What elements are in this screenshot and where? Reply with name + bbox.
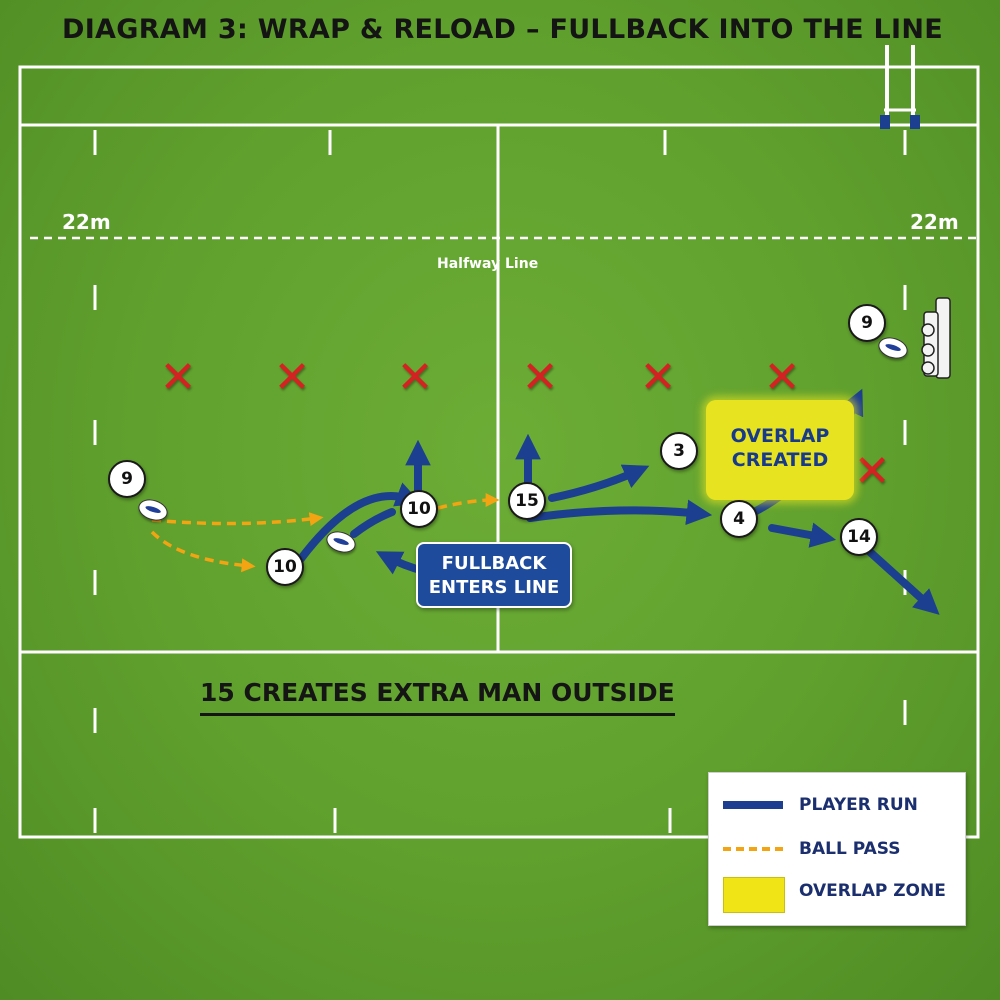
defender-marker: ✕: [521, 352, 559, 403]
legend-label-ball-pass: BALL PASS: [799, 839, 901, 859]
ruck-players: [921, 297, 951, 379]
callout-line1: FULLBACK: [441, 553, 547, 574]
player-10-wrap: 10: [400, 490, 438, 528]
fullback-callout: FULLBACK ENTERS LINE: [416, 542, 572, 608]
overlap-zone-label: OVERLAP CREATED: [706, 424, 854, 472]
callout-line2: ENTERS LINE: [428, 577, 560, 598]
overlap-label-line2: CREATED: [731, 449, 829, 471]
legend-label-player-run: PLAYER RUN: [799, 795, 918, 815]
player-4: 4: [720, 500, 758, 538]
defender-marker: ✕: [853, 446, 891, 497]
label-22m-right: 22m: [910, 210, 959, 234]
label-22m-left: 22m: [62, 210, 111, 234]
player-9-left: 9: [108, 460, 146, 498]
diagram-title: DIAGRAM 3: WRAP & RELOAD – FULLBACK INTO…: [62, 14, 944, 45]
legend: PLAYER RUN BALL PASS OVERLAP ZONE: [708, 772, 966, 926]
overlap-zone-swatch: [723, 877, 785, 913]
ball-pass-arrows: [150, 493, 500, 573]
player-3: 3: [660, 432, 698, 470]
player-14: 14: [840, 518, 878, 556]
player-10-receiver: 10: [266, 548, 304, 586]
player-9-right: 9: [848, 304, 886, 342]
overlap-zone: [706, 400, 854, 500]
bottom-caption: 15 CREATES EXTRA MAN OUTSIDE: [200, 678, 675, 716]
ball-pass-swatch: [723, 847, 783, 851]
label-halfway-line: Halfway Line: [437, 256, 539, 272]
defender-marker: ✕: [159, 352, 197, 403]
player-run-swatch: [723, 801, 783, 809]
defender-marker: ✕: [273, 352, 311, 403]
defender-marker: ✕: [396, 352, 434, 403]
defender-marker: ✕: [763, 352, 801, 403]
player-15-fullback: 15: [508, 482, 546, 520]
goal-posts: [880, 45, 920, 129]
overlap-label-line1: OVERLAP: [730, 425, 830, 447]
hash-marks: [93, 130, 907, 833]
defender-marker: ✕: [639, 352, 677, 403]
legend-label-overlap-zone: OVERLAP ZONE: [799, 881, 946, 901]
